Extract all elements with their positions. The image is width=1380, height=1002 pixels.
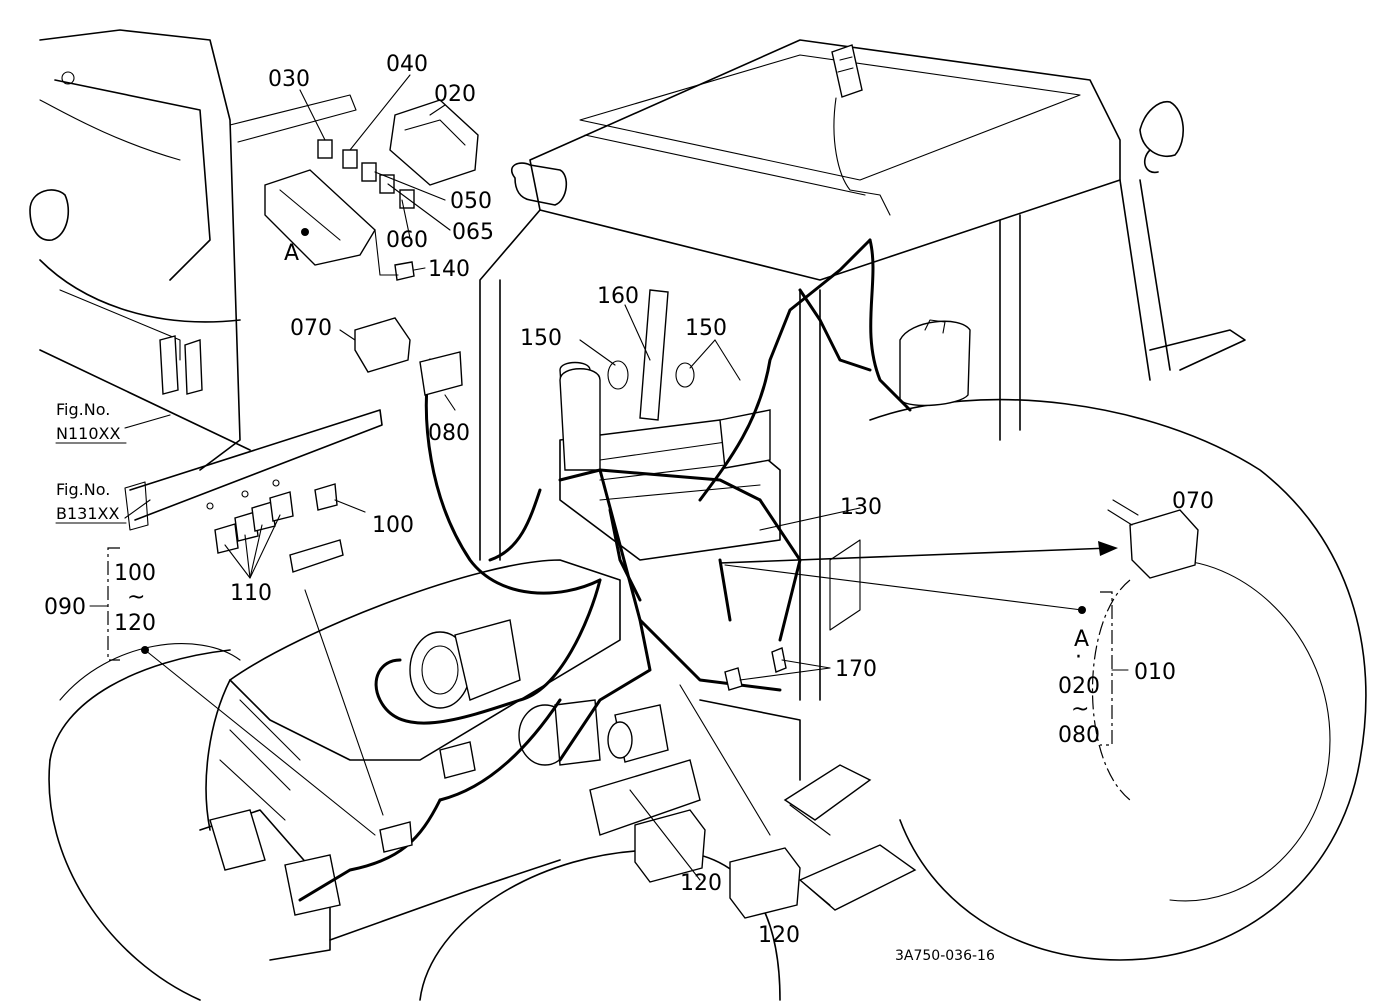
callout-120-left: 120 (680, 871, 722, 896)
group-090-from: 100 (114, 561, 156, 586)
alternator (518, 699, 601, 766)
mirrors (510, 101, 1185, 206)
front-switch-block (379, 821, 413, 853)
callout-020: 020 (434, 82, 476, 107)
callout-100: 100 (372, 513, 414, 538)
group-090-to: 120 (114, 611, 156, 636)
callout-150-right: 150 (685, 316, 727, 341)
sensor-170-a (771, 647, 787, 673)
callout-160: 160 (597, 284, 639, 309)
callout-060: 060 (386, 228, 428, 253)
clamp-150-right (675, 362, 695, 388)
callout-140: 140 (428, 257, 470, 282)
group-010-to: 080 (1058, 723, 1100, 748)
callout-070-top: 070 (290, 316, 332, 341)
front-wheel-right (419, 849, 781, 1001)
fuse-050 (361, 162, 377, 182)
relay-100 (314, 483, 338, 511)
relay-110-d (269, 491, 294, 522)
bolt-140 (394, 261, 415, 281)
fig-ref-1-code: N110XX (56, 424, 120, 443)
cab-steps (783, 764, 917, 911)
fuse-060 (399, 189, 415, 209)
fuse-030 (317, 139, 333, 159)
relay-070-top (354, 317, 411, 373)
washer-tank (899, 319, 971, 407)
clamp-150-left (607, 360, 629, 390)
fig-ref-2-prefix: Fig.No. (56, 480, 110, 499)
cab-frame (479, 179, 1246, 781)
callout-040: 040 (386, 52, 428, 77)
callout-010: 010 (1134, 660, 1176, 685)
fuse-box-a (264, 169, 376, 266)
relay-080 (419, 351, 463, 396)
ref-a-label: A (284, 241, 299, 266)
headlights (209, 809, 341, 916)
relay-110-b (234, 511, 259, 542)
exhaust-stack (559, 368, 601, 471)
relay-070-right (1129, 509, 1199, 579)
leader-lines (124, 74, 1118, 881)
callout-050: 050 (450, 189, 492, 214)
wiring-harness (298, 238, 912, 902)
fig-ref-1-prefix: Fig.No. (56, 400, 110, 419)
fig-ref-2-code: B131XX (56, 504, 119, 523)
callout-110: 110 (230, 581, 272, 606)
ac-compressor (409, 619, 521, 709)
front-bracket (439, 741, 476, 779)
callout-150-left: 150 (520, 326, 562, 351)
rear-wheel-right (869, 398, 1367, 961)
callout-030: 030 (268, 67, 310, 92)
callout-170: 170 (835, 657, 877, 682)
relay-110-a (214, 523, 239, 554)
fuse-065 (379, 174, 395, 194)
group-090-label: 090 (44, 595, 86, 620)
left-door-fender (29, 29, 357, 471)
sensor-170-b (724, 667, 743, 691)
group-090-range: ~ (127, 585, 145, 610)
group-010-a: A (1074, 627, 1089, 652)
front-wheel-left (48, 643, 241, 1001)
callout-120-right: 120 (758, 923, 800, 948)
callout-130: 130 (840, 495, 882, 520)
drawing-code: 3A750-036-16 (895, 948, 995, 964)
cab-roof (529, 39, 1121, 281)
callout-070-right: 070 (1172, 489, 1214, 514)
group-010-range: ~ (1071, 697, 1089, 722)
battery (589, 759, 701, 836)
group-brackets (89, 547, 1129, 746)
connector-120-right (729, 847, 801, 919)
starter (607, 704, 669, 763)
fuse-box-cover (389, 99, 479, 186)
fuse-040 (342, 149, 358, 169)
callout-065: 065 (452, 220, 494, 245)
callout-labels: 030 040 020 050 060 065 140 A 070 080 16… (44, 52, 1214, 964)
group-010-from: 020 (1058, 674, 1100, 699)
group-010-dot: · (1075, 645, 1082, 670)
callout-080: 080 (428, 421, 470, 446)
relay-bracket (289, 539, 344, 573)
roof-beacon (831, 44, 891, 216)
component-parts (214, 99, 1199, 919)
